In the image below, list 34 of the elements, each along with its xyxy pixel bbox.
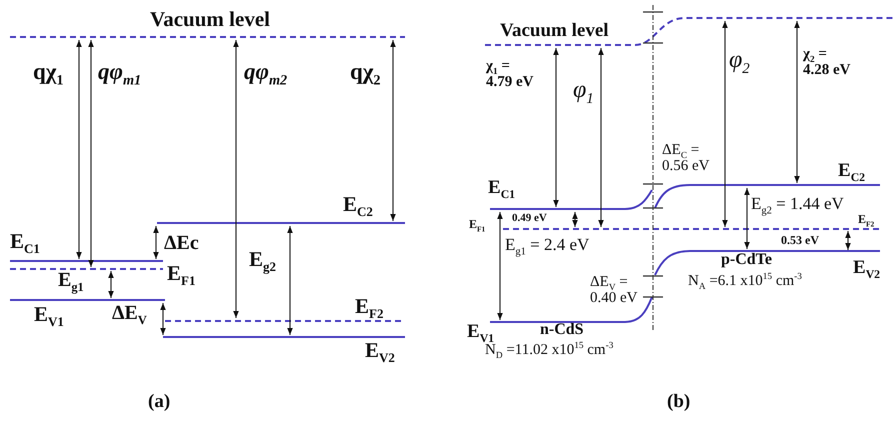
energy-label: qχ$_{1}$ [33,60,64,84]
energy-label: qχ$_{2}$ [350,60,381,84]
level-label: Vacuum level [500,21,609,41]
energy-label: 0.53 eV [781,234,819,247]
energy-label: qφ$_{m1}$ [98,60,142,84]
energy-label: E$_{V2}$ [365,339,395,362]
energy-label: E$_{V1}$ [467,322,494,342]
energy-label: E$_{C2}$ [343,193,373,216]
energy-label: E$_{C1}$ [10,230,40,252]
energy-label: ΔE$_{C}$ = 0.56 eV [662,143,710,174]
material-label: p-CdTe [721,252,772,269]
energy-label: E$_{V1}$ [34,303,64,326]
energy-label: E$_{F2}$ [858,213,874,226]
panel-label: (a) [148,392,170,412]
panel-label: (b) [667,392,690,412]
energy-label: E$_{V2}$ [853,258,880,278]
level-label: Vacuum level [150,8,270,30]
energy-label: ΔEc [164,233,199,254]
energy-label: ΔE$_{V}$ = 0.40 eV [590,275,638,306]
material-label: n-CdS [540,322,584,339]
energy-label: E$_{F1}$ [469,218,486,231]
energy-label: χ$_{2}$ = 4.28 eV [803,47,852,78]
energy-label: 0.49 eV [512,213,547,225]
energy-label: E$_{C2}$ [838,161,866,181]
doping-label: N$_{A}$ =6.1 x10$^{15}$ cm$^{-3}$ [688,274,802,290]
energy-label: χ$_{1}$ = 4.79 eV [486,59,534,90]
energy-label: qφ$_{m2}$ [244,60,288,84]
energy-label: E$_{C1}$ [488,178,516,198]
energy-label: φ$_{1}$ [573,78,594,104]
doping-label: N$_{D}$ =11.02 x10$^{15}$ cm$^{-3}$ [485,343,614,359]
energy-label: E$_{F1}$ [167,262,196,284]
energy-label: ΔE$_{V}$ [112,303,147,324]
energy-label: φ$_{2}$ [729,48,750,74]
energy-label: E$_{F2}$ [355,295,384,318]
